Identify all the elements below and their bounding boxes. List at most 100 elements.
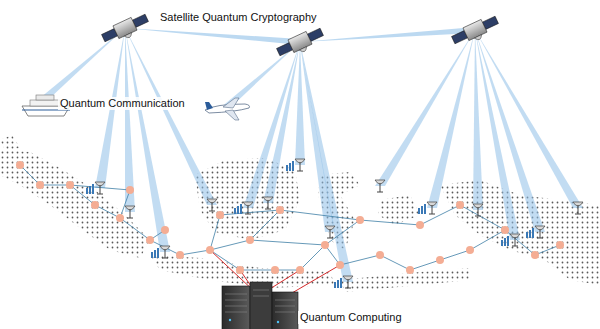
fiber-link: [95, 205, 120, 218]
fiber-link: [340, 255, 380, 265]
network-node: [466, 246, 474, 254]
fiber-link: [220, 210, 280, 215]
station-building: [418, 204, 426, 214]
satellite: [275, 26, 326, 62]
satellite: [450, 14, 501, 50]
beam: [300, 42, 353, 282]
network-node: [276, 206, 284, 214]
ground-antenna: [243, 202, 253, 214]
ground-antenna: [125, 206, 135, 218]
fiber-link: [470, 230, 505, 250]
ground-antenna: [510, 234, 520, 246]
fiber-link: [210, 215, 220, 250]
caption-label: Quantum Computing: [298, 311, 404, 324]
fiber-link: [40, 185, 70, 186]
ground-antenna: [295, 159, 305, 171]
fiber-link: [535, 245, 560, 255]
fiber-link: [380, 255, 410, 270]
network-node: [66, 181, 74, 189]
fiber-link: [20, 165, 40, 185]
network-node: [161, 226, 169, 234]
network-node: [376, 251, 384, 259]
station-building: [151, 248, 159, 258]
station-building: [286, 161, 294, 171]
fiber-link: [120, 218, 150, 240]
fiber-link: [70, 185, 95, 205]
beam: [125, 28, 170, 252]
ground-antenna: [427, 202, 437, 214]
network-node: [16, 161, 24, 169]
station-building: [234, 204, 242, 214]
fiber-link: [300, 245, 325, 270]
network-node: [416, 221, 424, 229]
caption-label: Quantum Communication: [58, 97, 187, 110]
network-node: [176, 251, 184, 259]
fiber-link: [210, 250, 240, 270]
network-node: [321, 241, 329, 249]
station-building: [501, 236, 509, 246]
fiber-link: [280, 210, 360, 220]
network-node: [126, 186, 134, 194]
fiber-link: [250, 210, 280, 240]
caption-label: Satellite Quantum Cryptography: [158, 11, 319, 24]
network-node: [271, 266, 279, 274]
ground-antenna: [343, 276, 353, 288]
ground-antenna: [95, 182, 105, 194]
beam: [243, 42, 300, 208]
beam: [375, 30, 475, 186]
fiber-link: [210, 240, 250, 250]
fiber-link: [120, 190, 130, 218]
network-node: [116, 214, 124, 222]
beam: [427, 30, 475, 208]
satellite-link: [300, 27, 475, 42]
fiber-link: [410, 260, 440, 270]
beam: [125, 28, 217, 205]
network-node: [456, 201, 464, 209]
ground-antenna: [160, 246, 170, 258]
network-node: [436, 256, 444, 264]
fiber-link: [360, 220, 420, 225]
fiber-link: [250, 240, 325, 245]
network-node: [146, 236, 154, 244]
satellite-beams: [40, 27, 583, 282]
airplane-icon: [205, 98, 250, 120]
ground-antenna: [573, 202, 583, 214]
ground-antenna: [375, 180, 385, 192]
station-building: [86, 184, 94, 194]
server-rack: [222, 282, 298, 329]
network-node: [556, 241, 564, 249]
station-building: [526, 228, 534, 238]
fiber-link: [460, 205, 505, 230]
network-node: [336, 261, 344, 269]
station-building: [334, 278, 342, 288]
network-node: [236, 266, 244, 274]
network-node: [296, 266, 304, 274]
ground-antenna: [535, 226, 545, 238]
network-node: [206, 246, 214, 254]
network-node: [531, 251, 539, 259]
fiber-link: [420, 205, 460, 225]
fiber-link: [505, 230, 535, 255]
satellite: [100, 12, 151, 48]
network-node: [36, 181, 44, 189]
ground-antenna: [473, 204, 483, 216]
network-node: [91, 201, 99, 209]
satellite-link: [125, 28, 300, 45]
beam: [263, 42, 300, 203]
fiber-link: [240, 270, 275, 271]
fiber-link: [325, 220, 360, 245]
ground-network: [16, 161, 564, 300]
satellites: [100, 12, 501, 62]
network-node: [501, 226, 509, 234]
fiber-link: [440, 250, 470, 260]
ground-antenna: [325, 226, 335, 238]
ground-stations: [86, 159, 583, 288]
ground-antenna: [207, 199, 217, 211]
beam: [40, 28, 125, 98]
beam: [473, 30, 483, 210]
network-node: [406, 266, 414, 274]
fiber-link: [180, 250, 210, 255]
network-node: [216, 211, 224, 219]
